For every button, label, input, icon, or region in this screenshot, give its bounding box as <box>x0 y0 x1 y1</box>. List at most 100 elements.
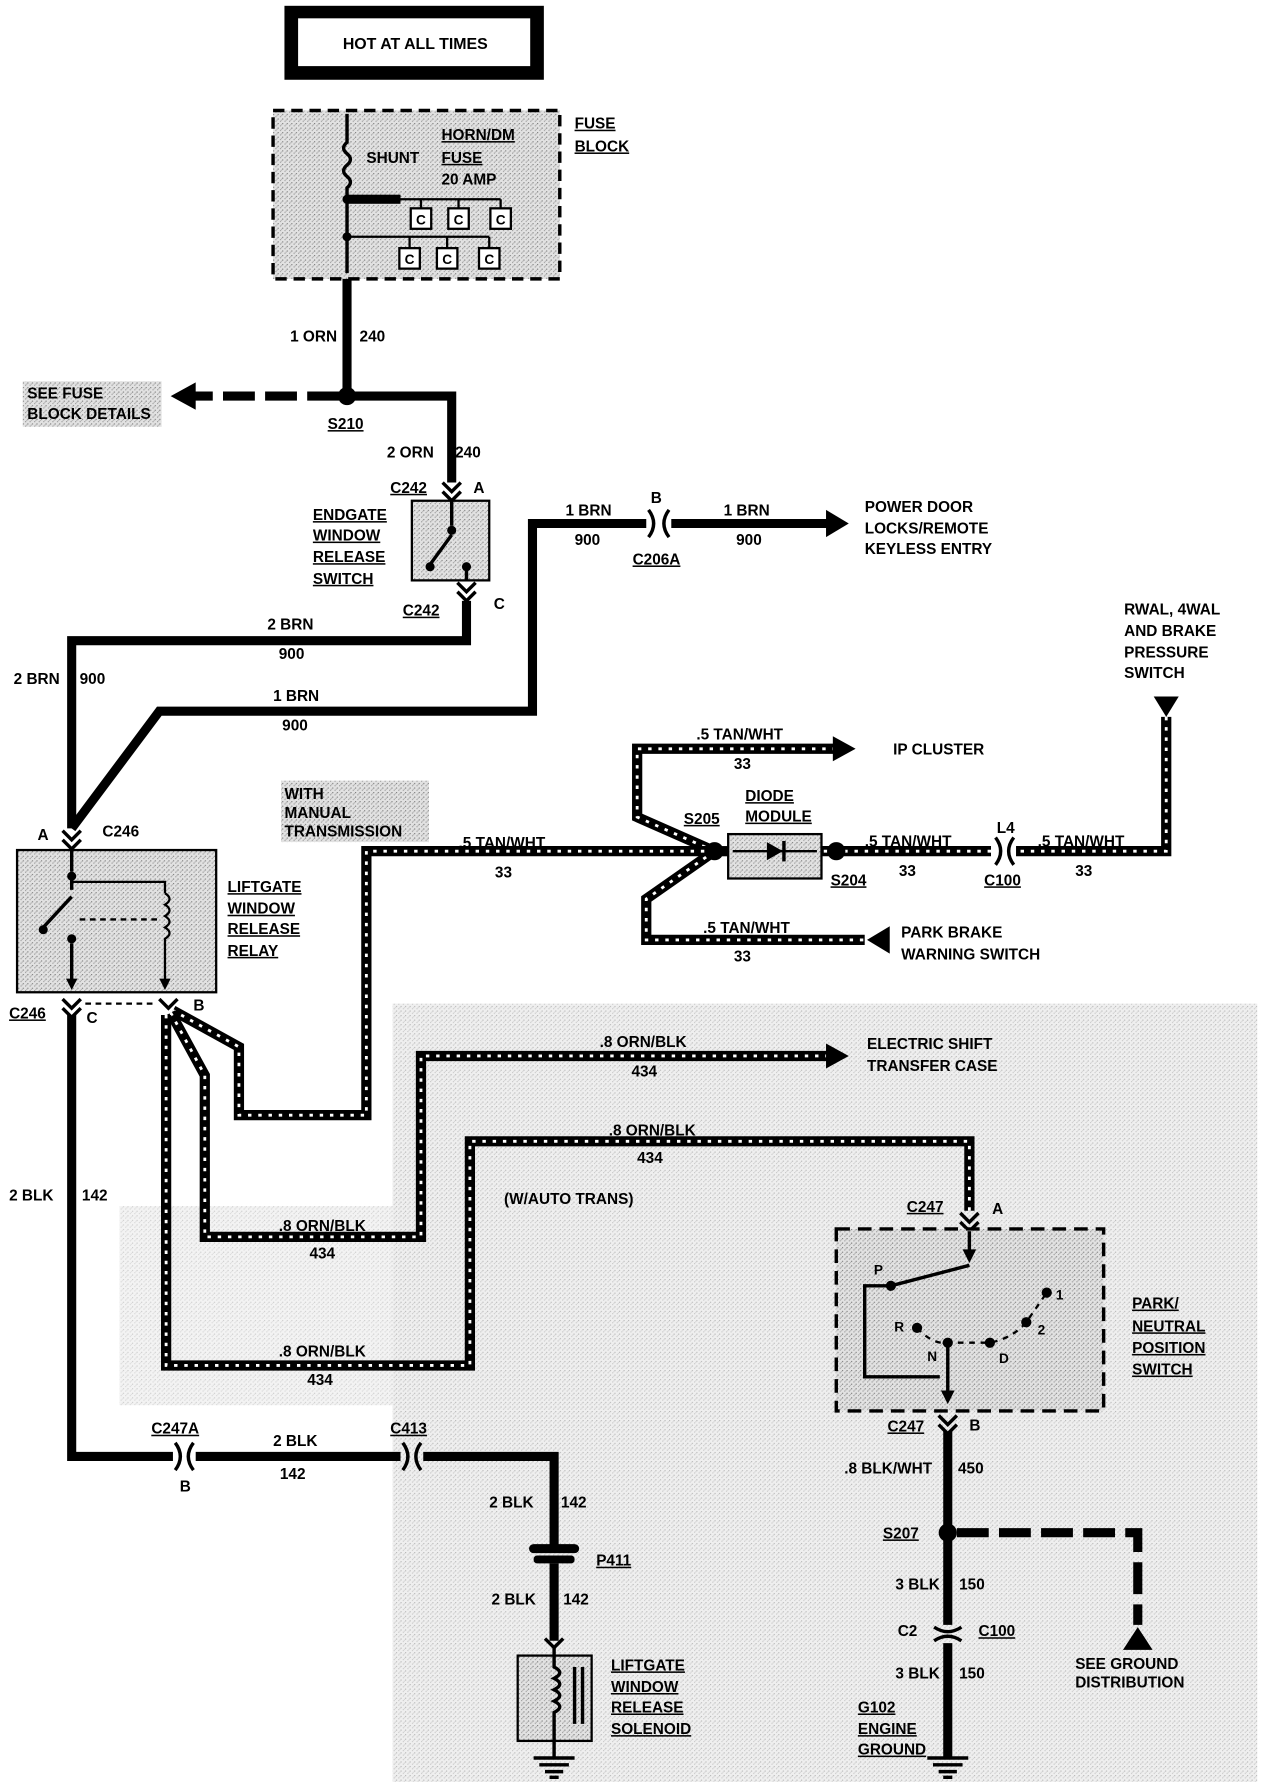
wire-circuit-label: 33 <box>495 864 512 881</box>
fuse-cavity-label: C <box>416 212 426 227</box>
pin-label: B <box>651 490 662 507</box>
wire-circuit-label: 33 <box>1075 863 1092 880</box>
wire-8-orn-blk-434 <box>160 1010 975 1371</box>
pnp-switch-label: PARK/ <box>1132 1296 1179 1313</box>
destination-label: KEYLESS ENTRY <box>865 541 992 558</box>
module-label: MODULE <box>745 809 812 826</box>
connector-label: C246 <box>9 1005 46 1022</box>
solenoid-label: WINDOW <box>611 1679 679 1696</box>
splice-s205 <box>705 842 724 861</box>
wire-gauge-label: 1 BRN <box>565 503 611 520</box>
connector-c413 <box>401 1441 423 1472</box>
wire-1-brn-900 <box>68 518 647 832</box>
pin-label: L4 <box>997 820 1015 837</box>
park-neutral-position-switch: P R N D 1 2 <box>834 1227 1106 1413</box>
wire-circuit-label: 900 <box>80 671 106 688</box>
wire-circuit-label: 150 <box>959 1665 985 1682</box>
pin-label: B <box>193 997 204 1014</box>
wire-circuit-label: 142 <box>280 1466 306 1483</box>
fuse-block-title: BLOCK <box>575 138 630 155</box>
connector-label: C242 <box>390 480 427 497</box>
connector-label: C206A <box>633 551 681 568</box>
relay-label: WINDOW <box>228 901 296 918</box>
position-label: 1 <box>1056 1287 1064 1302</box>
ground-icon <box>533 1756 575 1780</box>
pin-label: B <box>180 1479 191 1496</box>
pin-label: C <box>86 1010 97 1027</box>
pin-label: A <box>473 480 484 497</box>
fuse-name-label: FUSE <box>441 150 482 167</box>
fuse-cavity-label: C <box>454 212 464 227</box>
wire-circuit-label: 434 <box>637 1150 663 1167</box>
ground-label: ENGINE <box>858 1721 917 1738</box>
connector-label: C247A <box>151 1421 199 1438</box>
fuse-cavity-label: C <box>442 252 452 267</box>
shunt-label: SHUNT <box>366 150 420 167</box>
see-fuse-note: SEE FUSE <box>27 385 103 402</box>
background-shading <box>392 1003 1258 1782</box>
manual-trans-note: WITH <box>284 786 323 803</box>
fuse-block-title: FUSE <box>575 116 616 133</box>
wire-gauge-label: .5 TAN/WHT <box>865 834 952 851</box>
manual-trans-note: MANUAL <box>284 805 351 822</box>
fuse-name-label: HORN/DM <box>441 127 514 144</box>
horn-fuse-element <box>347 194 401 204</box>
fuse-cavity-label: C <box>405 252 415 267</box>
arrow-up-icon <box>1122 1627 1153 1650</box>
wire-gauge-label: .8 BLK/WHT <box>844 1461 932 1478</box>
position-label: P <box>874 1262 883 1277</box>
destination-label: SWITCH <box>1124 665 1185 682</box>
wire-circuit-label: 150 <box>959 1577 985 1594</box>
wire-circuit-label: 240 <box>455 445 481 462</box>
liftgate-window-release-solenoid <box>516 1647 593 1758</box>
wire-circuit-label: 33 <box>734 756 751 773</box>
wire-circuit-label: 240 <box>360 328 386 345</box>
wire-2-blk-142-end <box>423 1451 559 1546</box>
arrow-down-icon <box>1153 696 1179 717</box>
connector-label: C242 <box>403 603 440 620</box>
wire-circuit-label: 900 <box>736 532 762 549</box>
diode-module <box>727 832 823 880</box>
wire-2-blk-142 <box>67 1015 173 1462</box>
wire-circuit-label: 900 <box>279 646 305 663</box>
destination-label: POWER DOOR <box>865 499 973 516</box>
destination-label: PRESSURE <box>1124 645 1208 662</box>
wire-circuit-label: 434 <box>631 1063 657 1080</box>
destination-label: AND BRAKE <box>1124 623 1216 640</box>
liftgate-window-release-relay <box>15 848 218 994</box>
ground-label: G102 <box>858 1699 896 1716</box>
switch-label: ENDGATE <box>313 507 387 524</box>
auto-trans-note: (W/AUTO TRANS) <box>504 1191 633 1208</box>
wire-to-ground-distribution <box>956 1528 1143 1625</box>
splice-s207 <box>938 1523 957 1542</box>
fuse-rating-label: 20 AMP <box>441 171 496 188</box>
wire-gauge-label: 3 BLK <box>895 1665 939 1682</box>
connector-c246-a <box>61 829 82 852</box>
pnp-switch-label: POSITION <box>1132 1340 1205 1357</box>
destination-label: WARNING SWITCH <box>901 946 1040 963</box>
connector-c247a <box>173 1441 195 1472</box>
wire-circuit-label: 450 <box>958 1461 984 1478</box>
solenoid-label: RELEASE <box>611 1699 684 1716</box>
fuse-cavity-label: C <box>484 252 494 267</box>
connector-p411 <box>529 1544 580 1564</box>
wire-gauge-label: 2 BRN <box>14 671 60 688</box>
relay-label: LIFTGATE <box>228 879 302 896</box>
pin-label: C2 <box>898 1623 918 1640</box>
ground-icon <box>927 1756 969 1780</box>
wire-circuit-label: 434 <box>307 1372 333 1389</box>
wire-circuit-label: 142 <box>561 1495 587 1512</box>
connector-c246-b <box>158 997 179 1011</box>
endgate-window-release-switch <box>410 499 491 582</box>
solenoid-label: SOLENOID <box>611 1721 691 1738</box>
destination-label: ELECTRIC SHIFT <box>867 1036 993 1053</box>
wire-circuit-label: 142 <box>563 1591 589 1608</box>
connector-c246-c <box>61 997 82 1020</box>
see-fuse-note-bg <box>22 381 162 427</box>
diode-icon <box>766 842 783 861</box>
switch-label: WINDOW <box>313 528 381 545</box>
wire-gauge-label: 2 BRN <box>267 616 313 633</box>
pin-label: B <box>969 1417 980 1434</box>
wire-2-brn-900 <box>67 600 472 829</box>
